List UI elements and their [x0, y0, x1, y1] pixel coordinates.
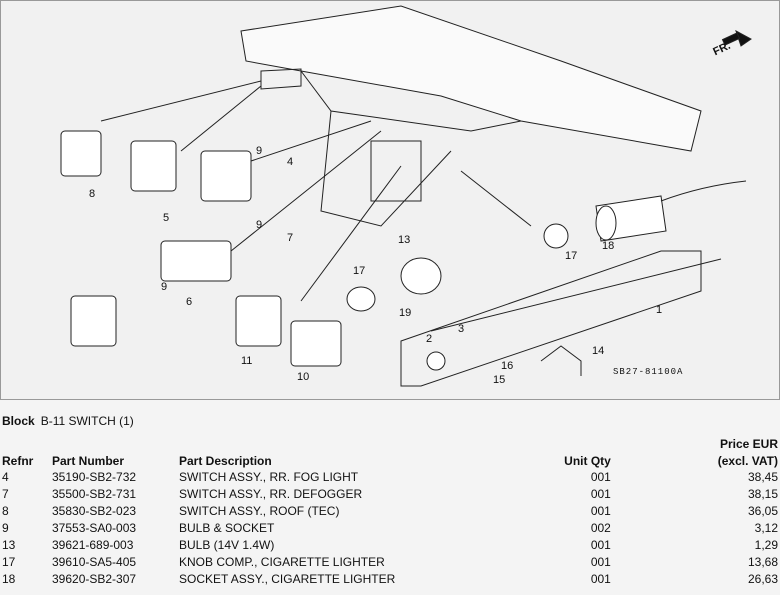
table-row[interactable]: 13 39621-689-003 BULB (14V 1.4W) 001 1,29	[0, 536, 780, 553]
cell-description: SWITCH ASSY., RR. FOG LIGHT	[179, 469, 359, 484]
cell-description: SWITCH ASSY., RR. DEFOGGER	[179, 486, 363, 501]
callout-14: 14	[592, 345, 605, 357]
cell-refnr: 4	[2, 469, 9, 484]
cell-price: 26,63	[747, 571, 778, 586]
callout-11: 11	[241, 355, 253, 367]
cell-description: KNOB COMP., CIGARETTE LIGHTER	[179, 554, 385, 569]
cell-part-number[interactable]: 39610-SA5-405	[52, 554, 137, 569]
header-description: Part Description	[179, 454, 272, 468]
cell-refnr: 18	[2, 571, 16, 586]
block-label: Block	[2, 414, 35, 428]
cell-price: 38,45	[747, 469, 778, 484]
callout-10: 10	[297, 371, 310, 383]
cell-qty: 001	[590, 571, 611, 586]
cell-refnr: 13	[2, 537, 16, 552]
parts-diagram: 8 5 9 4 9 7 9 6 13 17 19 17 18 1 2 3 14 …	[0, 0, 780, 400]
callout-7: 7	[287, 232, 294, 244]
diagram-drawing	[60, 5, 752, 387]
cell-description: BULB & SOCKET	[179, 520, 275, 535]
cell-refnr: 7	[2, 486, 9, 501]
callout-17: 17	[565, 250, 578, 262]
callout-9: 9	[161, 281, 168, 293]
cell-qty: 001	[590, 503, 611, 518]
cell-price: 13,68	[747, 554, 778, 569]
block-info: Block B-11 SWITCH (1)	[2, 414, 134, 428]
callout-8: 8	[89, 188, 96, 200]
cell-part-number[interactable]: 39621-689-003	[52, 537, 134, 552]
cell-qty: 002	[590, 520, 611, 535]
header-qty: Unit Qty	[564, 454, 611, 468]
drawing-code: SB27-81100A	[613, 367, 684, 377]
parts-table: Price EUR Refnr Part Number Part Descrip…	[0, 434, 780, 587]
callout-6: 6	[186, 296, 193, 308]
callout-9: 9	[256, 219, 263, 231]
table-row[interactable]: 4 35190-SB2-732 SWITCH ASSY., RR. FOG LIGH…	[0, 468, 780, 485]
callout-13: 13	[398, 234, 411, 246]
callout-2: 2	[426, 333, 433, 345]
cell-qty: 001	[590, 486, 611, 501]
table-row[interactable]: 8 35830-SB2-023 SWITCH ASSY., ROOF (TEC) 00…	[0, 502, 780, 519]
cell-refnr: 9	[2, 520, 9, 535]
cell-price: 1,29	[754, 537, 778, 552]
block-value: B-11 SWITCH (1)	[40, 414, 134, 428]
callout-5: 5	[163, 212, 170, 224]
cell-price: 36,05	[747, 503, 778, 518]
cell-qty: 001	[590, 469, 611, 484]
cell-part-number[interactable]: 39620-SB2-307	[52, 571, 137, 586]
callout-16: 16	[501, 360, 514, 372]
callout-15: 15	[493, 374, 506, 386]
price-header-line1: Price EUR	[719, 437, 778, 451]
header-part-number: Part Number	[52, 454, 125, 468]
header-refnr: Refnr	[2, 454, 34, 468]
cell-qty: 001	[590, 537, 611, 552]
callout-17: 17	[353, 265, 366, 277]
cell-price: 38,15	[747, 486, 778, 501]
cell-refnr: 17	[2, 554, 16, 569]
table-row[interactable]: 7 35500-SB2-731 SWITCH ASSY., RR. DEFOGGER…	[0, 485, 780, 502]
cell-qty: 001	[590, 554, 611, 569]
cell-description: SWITCH ASSY., ROOF (TEC)	[179, 503, 340, 518]
cell-part-number[interactable]: 37553-SA0-003	[52, 520, 137, 535]
cell-part-number[interactable]: 35190-SB2-732	[52, 469, 137, 484]
callout-19: 19	[399, 307, 412, 319]
cell-description: BULB (14V 1.4W)	[179, 537, 275, 552]
callout-3: 3	[458, 323, 465, 335]
cell-refnr: 8	[2, 503, 9, 518]
table-row[interactable]: 17 39610-SA5-405 KNOB COMP., CIGARETTE LIG…	[0, 553, 780, 570]
callout-4: 4	[287, 156, 294, 168]
cell-price: 3,12	[754, 520, 778, 535]
callout-1: 1	[656, 304, 663, 316]
table-row[interactable]: 9 37553-SA0-003 BULB & SOCKET 002 3,12	[0, 519, 780, 536]
callout-9: 9	[256, 145, 263, 157]
price-header-line2: (excl. VAT)	[717, 454, 778, 468]
cell-part-number[interactable]: 35830-SB2-023	[52, 503, 137, 518]
callout-18: 18	[602, 240, 615, 252]
cell-part-number[interactable]: 35500-SB2-731	[52, 486, 137, 501]
table-row[interactable]: 18 39620-SB2-307 SOCKET ASSY., CIGARETTE L…	[0, 570, 780, 587]
cell-description: SOCKET ASSY., CIGARETTE LIGHTER	[179, 571, 396, 586]
